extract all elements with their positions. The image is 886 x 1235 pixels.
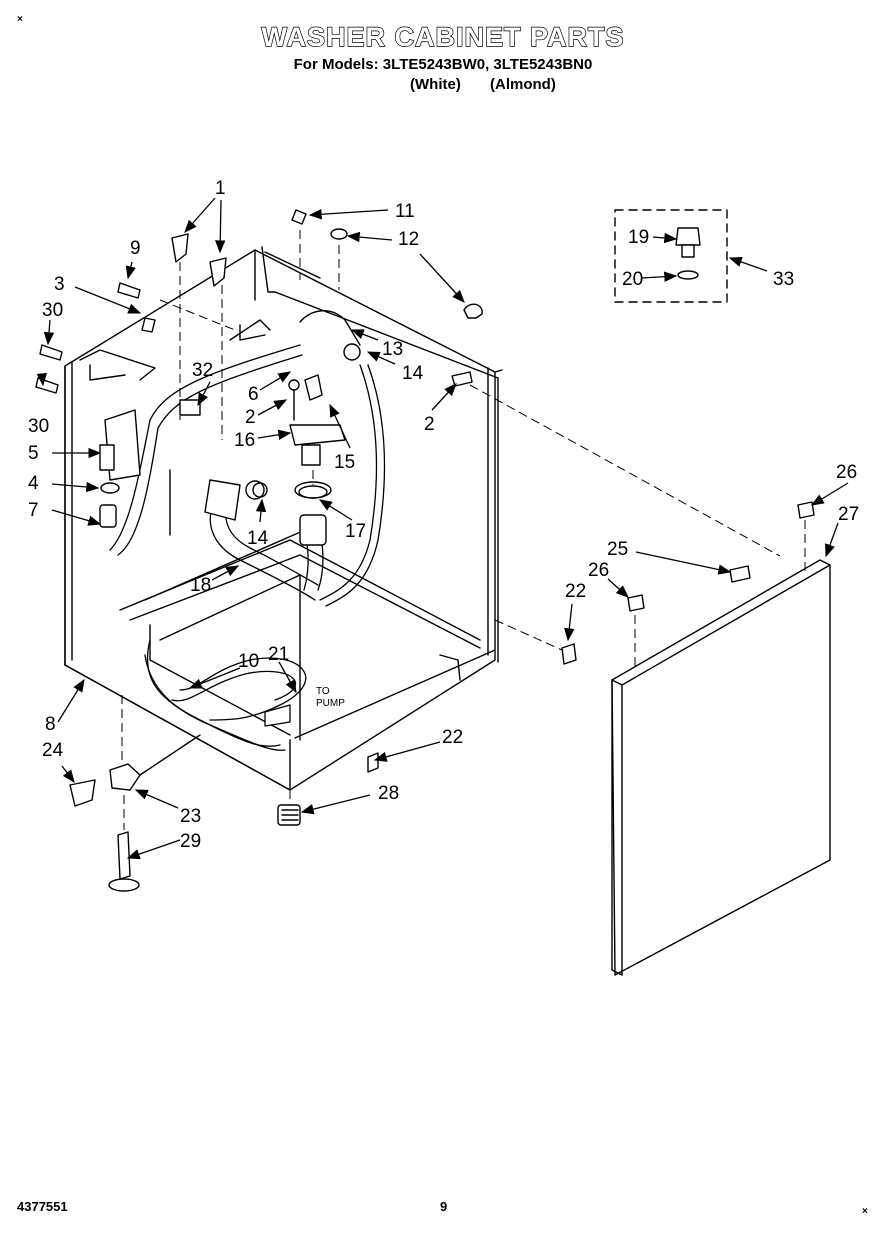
to-pump-label: TO PUMP xyxy=(316,686,345,709)
to-pump-text-line2: PUMP xyxy=(316,698,345,709)
callout-number: 6 xyxy=(248,384,259,405)
callout-number: 23 xyxy=(180,806,201,827)
callout-number: 9 xyxy=(130,238,141,259)
callout-number: 14 xyxy=(247,528,269,549)
to-pump-text-line1: TO xyxy=(316,686,330,697)
callout-number: 25 xyxy=(607,539,628,560)
variant-almond: (Almond) xyxy=(490,76,556,93)
page-title: WASHER CABINET PARTS xyxy=(261,21,625,52)
callout-number: 26 xyxy=(836,462,857,483)
inset-parts xyxy=(675,227,701,280)
fill-components xyxy=(204,310,361,546)
callout-number: 27 xyxy=(838,504,859,525)
registration-mark-top-left: × xyxy=(17,14,23,25)
callout-number: 20 xyxy=(622,269,643,290)
callout-number: 13 xyxy=(382,339,403,360)
hoses xyxy=(109,344,386,751)
callout-number: 12 xyxy=(398,229,419,250)
callout-number: 1 xyxy=(215,178,226,199)
callout-numbers: 1 9 3 30 30 5 4 7 32 6 2 16 15 17 14 18 … xyxy=(28,178,859,852)
part-number: 4377551 xyxy=(17,1199,68,1214)
variant-white: (White) xyxy=(410,76,461,93)
inlet-valve xyxy=(99,399,201,528)
callout-number: 28 xyxy=(378,783,399,804)
callout-number: 4 xyxy=(28,473,39,494)
page-number: 9 xyxy=(440,1199,448,1214)
callout-number: 8 xyxy=(45,714,56,735)
callout-number: 24 xyxy=(42,740,64,761)
leveling-parts xyxy=(69,643,577,892)
callout-number: 11 xyxy=(395,201,415,222)
cabinet-frame xyxy=(64,246,503,791)
callout-number: 7 xyxy=(28,500,39,521)
callout-number: 19 xyxy=(628,227,649,248)
callout-number: 18 xyxy=(190,575,211,596)
callout-number: 30 xyxy=(28,416,49,437)
front-panel xyxy=(611,501,831,976)
callout-number: 17 xyxy=(345,521,366,542)
callout-number: 26 xyxy=(588,560,609,581)
callout-number: 22 xyxy=(442,727,463,748)
callout-number: 2 xyxy=(245,407,256,428)
registration-mark-bottom-right: × xyxy=(862,1206,868,1217)
callout-number: 29 xyxy=(180,831,201,852)
callout-number: 2 xyxy=(424,414,435,435)
callout-number: 10 xyxy=(238,651,259,672)
callout-number: 22 xyxy=(565,581,586,602)
callout-number: 5 xyxy=(28,443,39,464)
inset-box xyxy=(614,209,728,303)
callout-number: 3 xyxy=(54,274,65,295)
model-subtitle: For Models: 3LTE5243BW0, 3LTE5243BN0 xyxy=(293,56,593,73)
callout-number: 16 xyxy=(234,430,255,451)
callout-number: 21 xyxy=(268,644,289,665)
callout-number: 30 xyxy=(42,300,63,321)
callout-number: 33 xyxy=(773,269,794,290)
callout-number: 15 xyxy=(334,452,355,473)
callout-number: 14 xyxy=(402,363,424,384)
callout-number: 32 xyxy=(192,360,213,381)
leader-lines xyxy=(36,197,849,860)
construction-lines xyxy=(121,230,806,830)
